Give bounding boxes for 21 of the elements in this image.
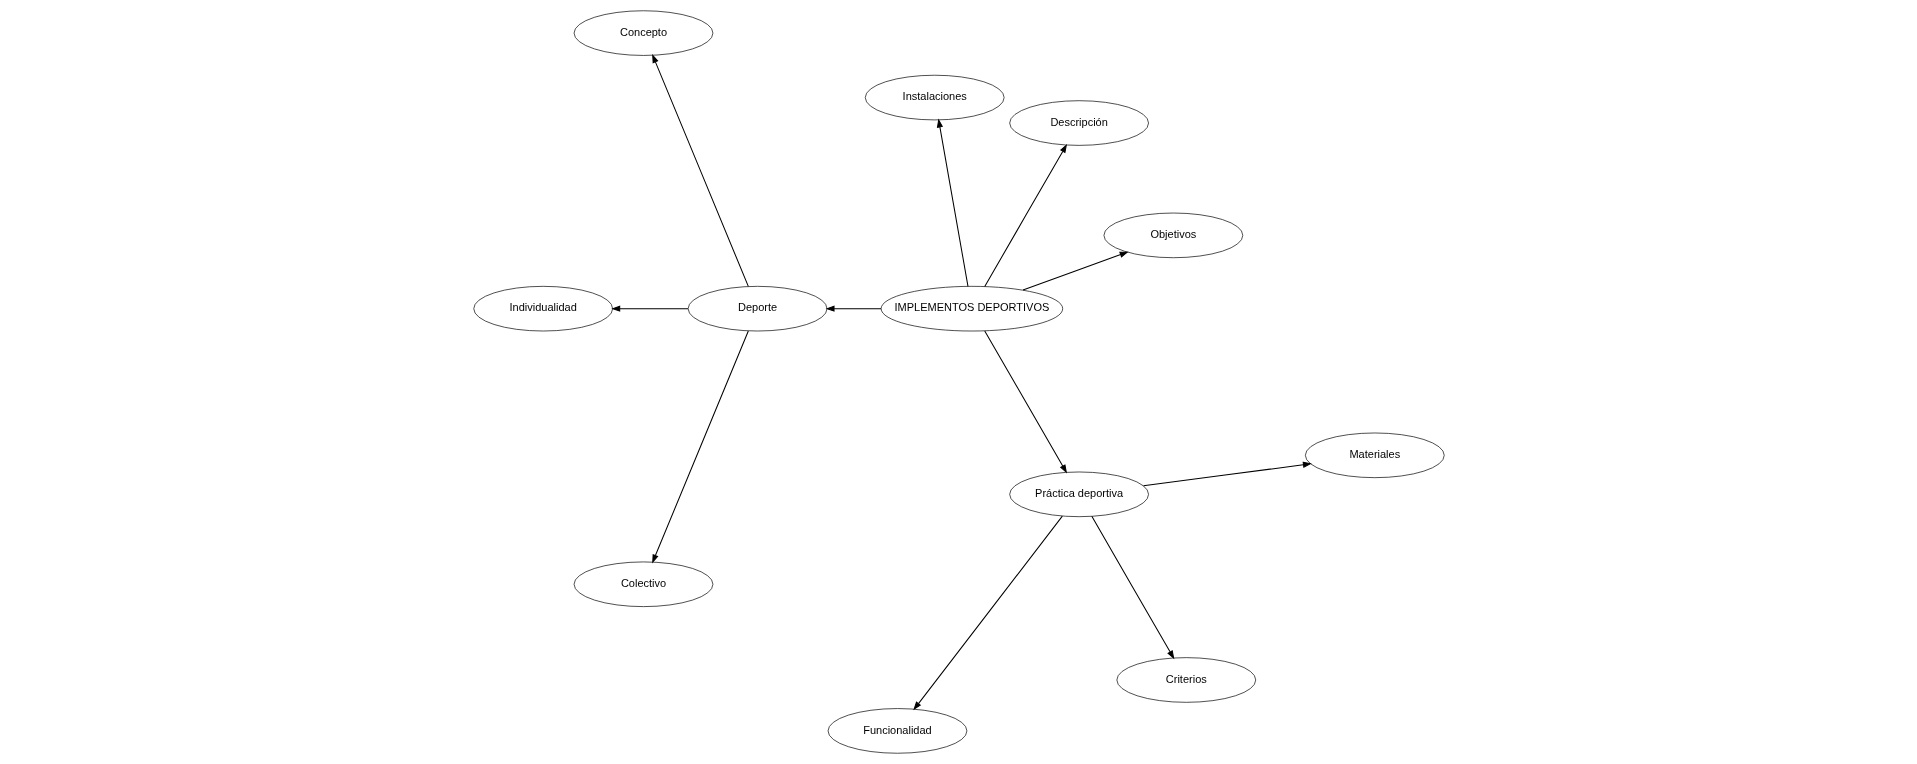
arrow bbox=[983, 330, 1067, 474]
node-ellipse: Práctica deportiva bbox=[1008, 471, 1149, 518]
node-ellipse: Descripción bbox=[1008, 100, 1149, 146]
arrow bbox=[825, 305, 882, 312]
arrow bbox=[651, 54, 749, 287]
arrow bbox=[912, 515, 1063, 711]
arrow bbox=[983, 143, 1067, 287]
arrow bbox=[610, 305, 688, 312]
arrow bbox=[1090, 515, 1174, 660]
arrow bbox=[651, 330, 749, 564]
node-ellipse: Deporte bbox=[687, 286, 827, 332]
node-ellipse: Criterios bbox=[1116, 657, 1256, 703]
node-ellipse: Instalaciones bbox=[864, 74, 1004, 121]
node-ellipse: Colectivo bbox=[573, 561, 713, 607]
node-ellipse: Individualidad bbox=[472, 286, 613, 332]
arrow bbox=[1022, 251, 1129, 291]
node-ellipse: Concepto bbox=[573, 10, 713, 56]
arrow bbox=[936, 118, 968, 287]
node-ellipse: Funcionalidad bbox=[827, 708, 967, 754]
node-ellipse: IMPLEMENTOS DEPORTIVOS bbox=[880, 286, 1063, 332]
arrow bbox=[1142, 461, 1312, 487]
